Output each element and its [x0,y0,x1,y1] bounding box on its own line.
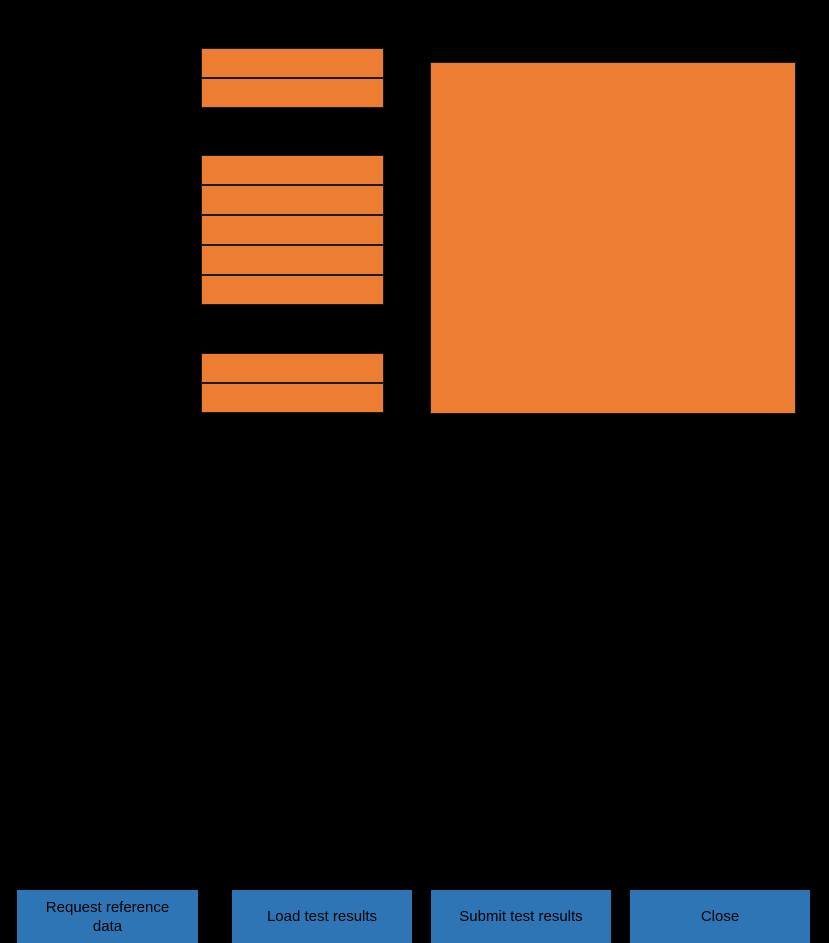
submit-test-results-button[interactable]: Submit test results [431,890,611,943]
preview-panel[interactable] [430,62,796,414]
close-button[interactable]: Close [630,890,810,943]
data-row[interactable] [201,275,384,305]
load-test-results-button[interactable]: Load test results [232,890,412,943]
data-row[interactable] [201,155,384,185]
data-row[interactable] [201,48,384,78]
request-reference-data-button[interactable]: Request reference data [17,890,198,943]
row-group-test-results [201,155,384,305]
data-row[interactable] [201,353,384,383]
data-row[interactable] [201,185,384,215]
data-row[interactable] [201,245,384,275]
row-group-reference-data [201,48,384,108]
data-row[interactable] [201,215,384,245]
row-group-summary [201,353,384,413]
button-bar: Request reference data Load test results… [0,440,829,943]
label-column [0,0,201,430]
data-row[interactable] [201,78,384,108]
data-row[interactable] [201,383,384,413]
